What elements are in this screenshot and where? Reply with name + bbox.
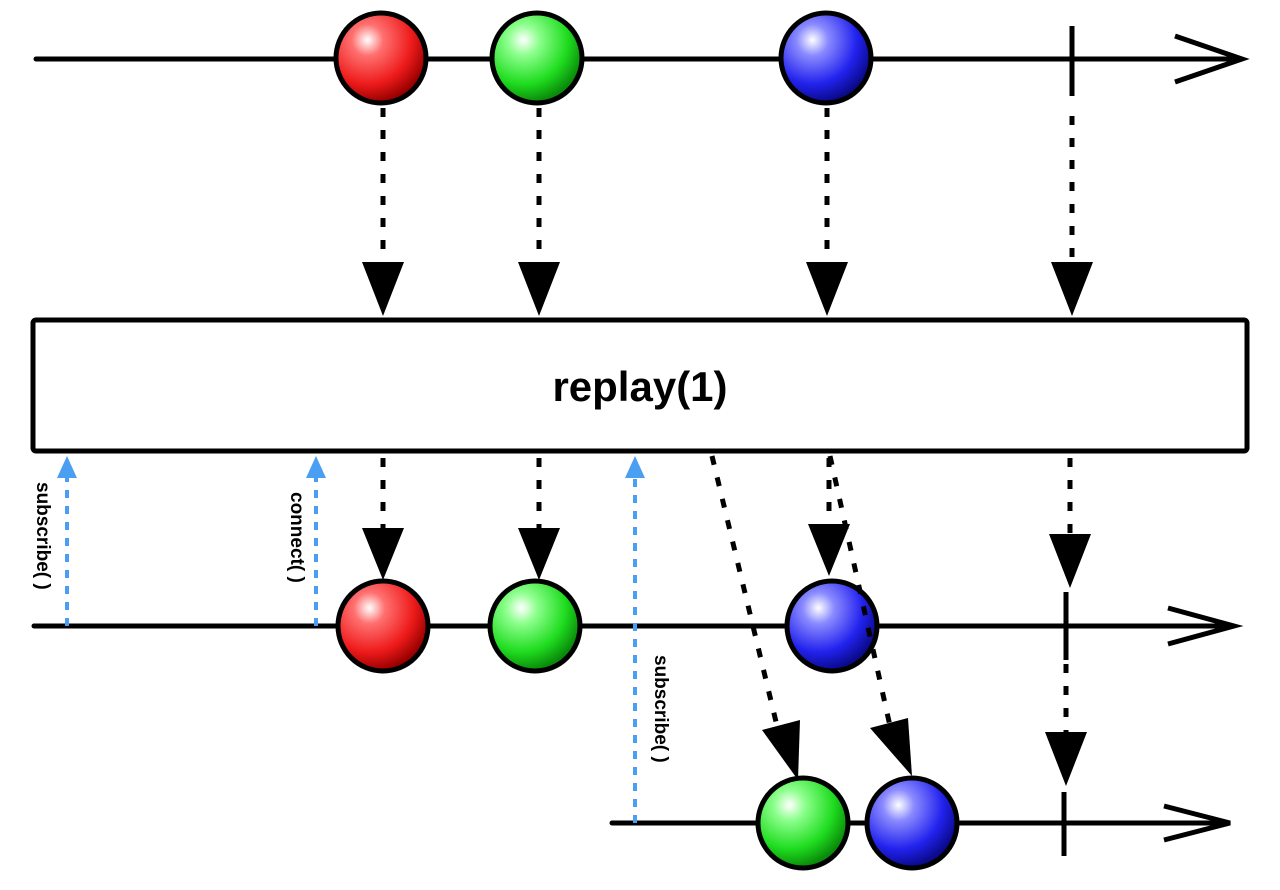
arrowhead-green-late xyxy=(762,720,800,780)
first-item-red xyxy=(335,578,431,674)
subscribe-first-label: subscribe( ) xyxy=(32,482,53,590)
first-arrowheads xyxy=(362,524,1091,588)
arrowhead-green-out xyxy=(518,528,560,580)
subscribe-first-arrowhead xyxy=(57,456,77,478)
operator-to-late-arrows xyxy=(709,455,1069,736)
operator-label: replay(1) xyxy=(552,363,727,410)
first-timeline-arrowhead xyxy=(1167,605,1244,647)
source-arrowheads xyxy=(362,262,1093,316)
call-arrows xyxy=(65,474,637,823)
source-timeline xyxy=(33,10,1250,106)
connect-arrowhead xyxy=(306,456,326,478)
late-item-blue xyxy=(864,775,960,871)
source-item-blue xyxy=(778,10,874,106)
arrowhead-red-out xyxy=(362,528,404,580)
late-item-green xyxy=(755,775,851,871)
source-item-red xyxy=(333,10,429,106)
replay-arrow-green xyxy=(709,455,781,731)
arrowhead-green-in xyxy=(518,262,560,316)
connect-label: connect( ) xyxy=(286,492,307,583)
late-arrowheads xyxy=(762,718,1087,786)
arrowhead-blue-in xyxy=(806,262,848,316)
late-subscriber-timeline xyxy=(609,775,1231,871)
arrowhead-blue-out xyxy=(808,524,850,576)
call-arrowheads xyxy=(57,456,645,478)
arrowhead-red-in xyxy=(362,262,404,316)
first-subscriber-timeline xyxy=(31,578,1244,674)
source-timeline-arrowhead xyxy=(1174,33,1250,85)
arrowhead-complete-late xyxy=(1045,732,1087,786)
subscribe-late-arrowhead xyxy=(625,456,645,478)
first-item-blue xyxy=(784,578,880,674)
arrowhead-complete-in xyxy=(1051,262,1093,316)
emit-arrow-blue-late xyxy=(827,455,893,727)
operator-box: replay(1) xyxy=(30,317,1250,454)
arrowhead-complete-out xyxy=(1049,534,1091,588)
first-item-green xyxy=(487,578,583,674)
source-to-operator-arrows xyxy=(380,108,1075,266)
source-item-green xyxy=(489,10,585,106)
arrowhead-blue-late xyxy=(870,718,912,776)
operator-box-frame xyxy=(30,317,1250,454)
late-timeline-arrowhead xyxy=(1163,803,1231,843)
subscribe-late-label: subscribe( ) xyxy=(650,655,671,763)
